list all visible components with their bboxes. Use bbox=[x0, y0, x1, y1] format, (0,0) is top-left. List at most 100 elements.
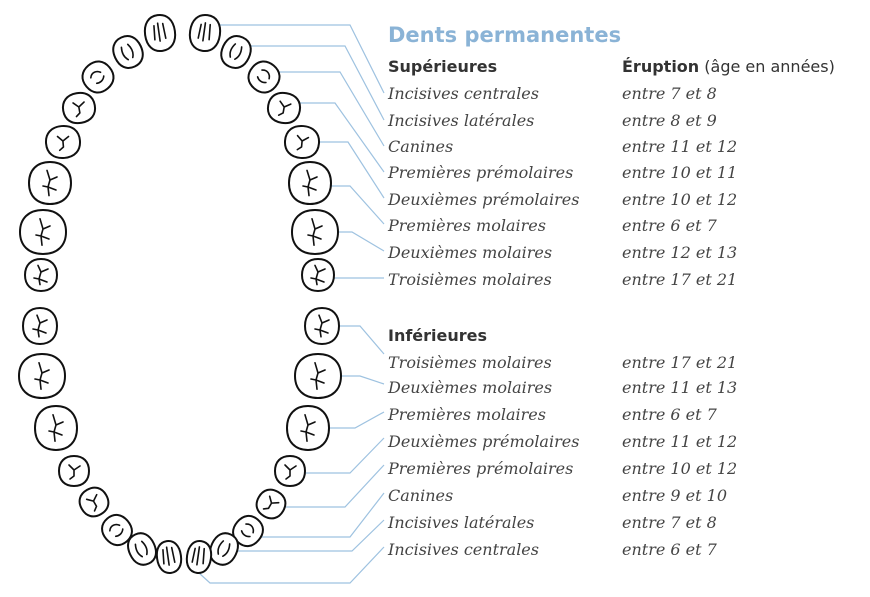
tooth-outline bbox=[300, 257, 336, 293]
lower-row-name: Premières prémolaires bbox=[387, 459, 573, 478]
upper-left-second-premolar-tooth bbox=[45, 125, 81, 159]
tooth-fissure bbox=[229, 43, 243, 60]
tooth-outline bbox=[285, 404, 331, 452]
upper-row-age: entre 10 et 12 bbox=[622, 190, 737, 209]
tooth-fissure bbox=[85, 493, 98, 512]
tooth-fissure bbox=[32, 314, 48, 338]
tooth-fissure bbox=[33, 264, 49, 286]
upper-left-lateral-incisor-tooth bbox=[112, 35, 144, 69]
tooth-fissure bbox=[153, 22, 167, 42]
upper-row-name: Troisièmes molaires bbox=[388, 270, 552, 289]
upper-row-age: entre 12 et 13 bbox=[622, 243, 737, 262]
upper-right-first-premolar-tooth bbox=[266, 91, 302, 125]
leader-line bbox=[283, 464, 385, 508]
upper-left-central-incisor-tooth bbox=[143, 14, 177, 52]
upper-row-age: entre 8 et 9 bbox=[622, 111, 717, 130]
upper-right-third-molar-tooth bbox=[300, 257, 336, 293]
tooth-outline bbox=[290, 208, 340, 256]
upper-rows: Incisives centrales entre 7 et 8 Incisiv… bbox=[387, 84, 737, 289]
lower-heading: Inférieures bbox=[388, 326, 487, 345]
tooth-outline bbox=[247, 60, 281, 94]
tooth-fissure bbox=[240, 523, 255, 538]
tooth-fissure bbox=[162, 546, 176, 566]
tooth-fissure bbox=[300, 414, 316, 442]
lower-left-lateral-incisor-tooth bbox=[127, 532, 157, 566]
lower-row-age: entre 7 et 8 bbox=[622, 513, 717, 532]
lower-row-name: Troisièmes molaires bbox=[388, 353, 552, 372]
lower-left-central-incisor-tooth bbox=[155, 540, 183, 574]
lower-row-age: entre 10 et 12 bbox=[622, 459, 737, 478]
tooth-fissure bbox=[310, 362, 326, 390]
dental-arch bbox=[17, 14, 343, 574]
lower-left-first-premolar-tooth bbox=[78, 486, 110, 518]
lower-right-second-molar-tooth bbox=[293, 352, 343, 400]
leader-line bbox=[198, 546, 385, 584]
tooth-fissure bbox=[277, 100, 292, 116]
upper-right-first-molar-tooth bbox=[287, 160, 333, 206]
tooth-fissure bbox=[284, 464, 297, 480]
tooth-fissure bbox=[34, 362, 50, 390]
tooth-fissure bbox=[197, 22, 212, 42]
tooth-outline bbox=[293, 352, 343, 400]
tooth-outline bbox=[155, 540, 183, 574]
lower-row-name: Incisives latérales bbox=[387, 513, 534, 532]
tooth-fissure bbox=[134, 540, 148, 558]
upper-row-age: entre 17 et 21 bbox=[622, 270, 737, 289]
lower-row-age: entre 6 et 7 bbox=[622, 540, 718, 559]
upper-row-name: Deuxièmes prémolaires bbox=[387, 190, 579, 209]
tooth-fissure bbox=[256, 69, 271, 84]
upper-right-canine-tooth bbox=[247, 60, 281, 94]
upper-right-second-premolar-tooth bbox=[284, 125, 320, 159]
tooth-outline bbox=[127, 532, 157, 566]
lower-left-first-molar-tooth bbox=[33, 404, 79, 452]
eruption-suffix: (âge en années) bbox=[699, 57, 835, 76]
lower-left-canine-tooth bbox=[101, 513, 133, 547]
tooth-fissure bbox=[68, 464, 81, 480]
upper-right-lateral-incisor-tooth bbox=[220, 35, 252, 69]
upper-row-name: Deuxièmes molaires bbox=[387, 243, 552, 262]
tooth-fissure bbox=[56, 135, 70, 152]
upper-row-name: Canines bbox=[388, 137, 453, 156]
tooth-fissure bbox=[120, 43, 134, 61]
upper-row-age: entre 6 et 7 bbox=[622, 216, 718, 235]
tooth-fissure bbox=[307, 218, 323, 246]
lower-row-name: Incisives centrales bbox=[387, 540, 539, 559]
lower-row-name: Deuxièmes molaires bbox=[387, 378, 552, 397]
tooth-outline bbox=[188, 14, 222, 52]
upper-row-age: entre 10 et 11 bbox=[622, 163, 737, 182]
tooth-outline bbox=[21, 306, 59, 346]
leader-line bbox=[220, 24, 385, 94]
lower-row-name: Premières molaires bbox=[387, 405, 546, 424]
leader-line bbox=[328, 411, 385, 429]
tooth-outline bbox=[143, 14, 177, 52]
tooth-fissure bbox=[296, 134, 310, 151]
tooth-outline bbox=[17, 352, 67, 400]
upper-heading: Supérieures bbox=[388, 57, 497, 76]
upper-left-first-premolar-tooth bbox=[61, 91, 97, 125]
upper-left-canine-tooth bbox=[81, 60, 115, 94]
upper-row-age: entre 7 et 8 bbox=[622, 84, 717, 103]
tooth-fissure bbox=[48, 414, 64, 442]
tooth-fissure bbox=[262, 495, 280, 510]
tooth-fissure bbox=[42, 169, 58, 197]
eruption-label: Éruption bbox=[622, 57, 699, 76]
upper-row-name: Premières prémolaires bbox=[387, 163, 573, 182]
lower-right-first-molar-tooth bbox=[285, 404, 331, 452]
tooth-outline bbox=[185, 540, 213, 574]
leader-line bbox=[278, 71, 385, 147]
tooth-fissure bbox=[310, 264, 326, 286]
lower-row-age: entre 17 et 21 bbox=[622, 353, 737, 372]
tooth-fissure bbox=[191, 546, 206, 566]
diagram-title: Dents permanentes bbox=[388, 23, 621, 47]
tooth-outline bbox=[81, 60, 115, 94]
tooth-fissure bbox=[217, 540, 231, 557]
tooth-outline bbox=[23, 257, 59, 293]
lower-row-age: entre 11 et 12 bbox=[622, 432, 737, 451]
upper-right-second-molar-tooth bbox=[290, 208, 340, 256]
lower-left-second-molar-tooth bbox=[17, 352, 67, 400]
lower-left-second-premolar-tooth bbox=[57, 454, 91, 488]
tooth-outline bbox=[303, 306, 341, 346]
leader-line bbox=[237, 519, 385, 552]
eruption-header: Éruption (âge en années) bbox=[622, 57, 835, 76]
leader-line bbox=[318, 141, 385, 199]
